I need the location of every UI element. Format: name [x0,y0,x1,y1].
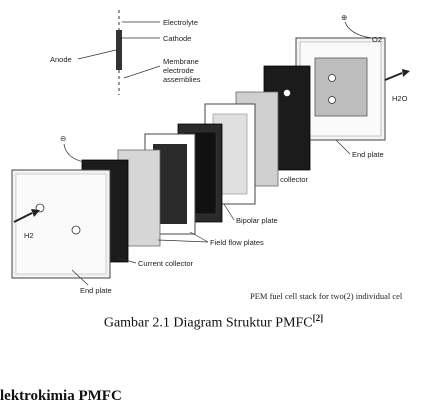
label-bipolar-plate: Bipolar plate [236,216,278,225]
label-o2: O2 [372,35,382,44]
caption-text: Gambar 2.1 Diagram Struktur PMFC [104,316,313,331]
caption-reference: [2] [313,313,324,323]
label-membrane-2: electrode [163,66,194,75]
mea-inset: Electrolyte Cathode Anode Membrane elect… [50,10,201,95]
end-plate-left [12,170,110,278]
end-plate-right [296,38,410,140]
label-electrolyte: Electrolyte [163,18,198,27]
label-cathode: Cathode [163,34,191,43]
section-heading: lektrokimia PMFC [0,388,122,405]
source-note: PEM fuel cell stack for two(2) individua… [250,291,402,301]
label-h2: H2 [24,231,34,240]
label-end-plate-right: End plate [352,150,384,159]
plus-terminal: ⊕ [341,13,347,22]
pmfc-stack-diagram: Electrolyte Cathode Anode Membrane elect… [0,0,427,310]
label-end-plate-left: End plate [80,286,112,295]
minus-terminal: ⊖ [60,134,66,143]
figure-caption: Gambar 2.1 Diagram Struktur PMFC[2] [0,313,427,332]
label-field-flow-plates: Field flow plates [210,238,264,247]
label-membrane-3: assemblies [163,75,201,84]
label-anode: Anode [50,55,72,64]
label-membrane-1: Membrane [163,57,199,66]
label-current-collector-left: Current collector [138,259,194,268]
label-h2o: H2O [392,94,408,103]
inset-membrane [116,30,122,70]
